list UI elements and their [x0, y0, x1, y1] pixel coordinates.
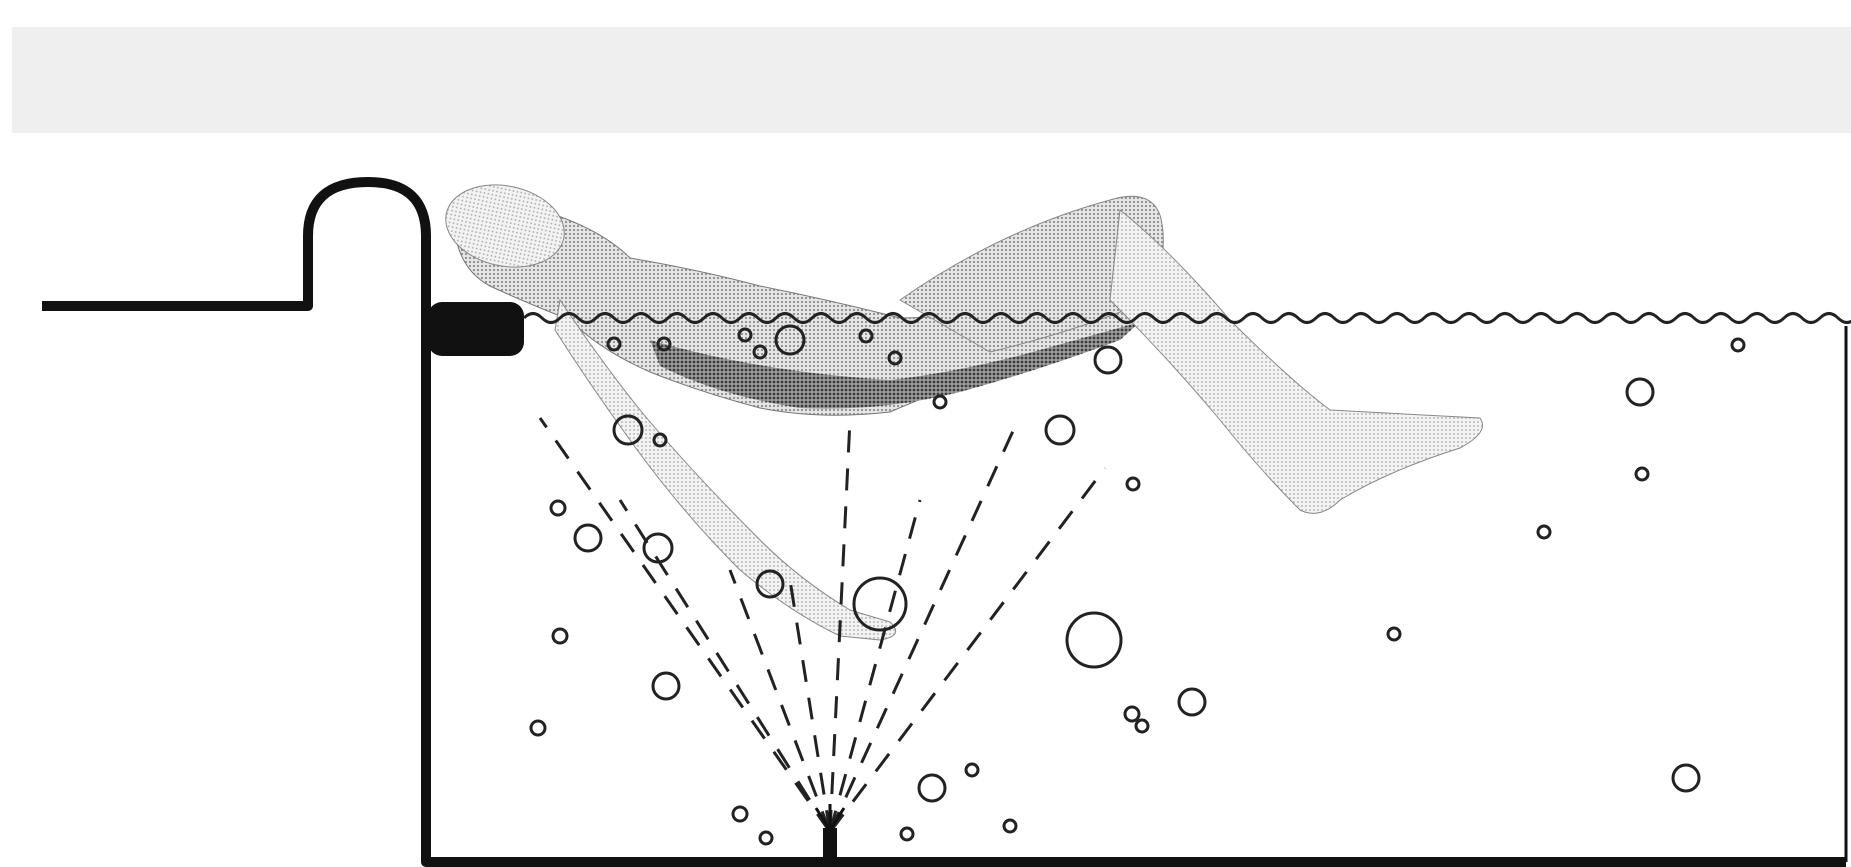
bubble — [919, 775, 945, 801]
bubble — [1538, 526, 1550, 538]
bubble — [575, 525, 601, 551]
bubble — [760, 832, 772, 844]
floor-nozzle — [816, 804, 844, 862]
bubble — [1179, 689, 1205, 715]
bubble — [901, 828, 913, 840]
bubble — [1127, 478, 1139, 490]
jet-nozzle — [428, 302, 524, 356]
bubble — [1673, 765, 1699, 791]
bubble — [1732, 339, 1744, 351]
bubble — [551, 501, 565, 515]
bubble — [1046, 416, 1074, 444]
bubble — [1125, 707, 1139, 721]
bubble — [531, 721, 545, 735]
bubble — [966, 764, 978, 776]
bubble — [1388, 628, 1400, 640]
air-bubbles — [531, 326, 1744, 844]
bubble — [653, 673, 679, 699]
bubble — [1004, 820, 1016, 832]
bubble — [1095, 347, 1121, 373]
reclining-figure — [438, 174, 1483, 640]
bubble — [733, 807, 747, 821]
bubble — [1636, 468, 1648, 480]
bubble — [1136, 720, 1148, 732]
bubble — [934, 396, 946, 408]
bubble — [553, 629, 567, 643]
bubble — [1627, 379, 1653, 405]
bubble — [1067, 613, 1121, 667]
